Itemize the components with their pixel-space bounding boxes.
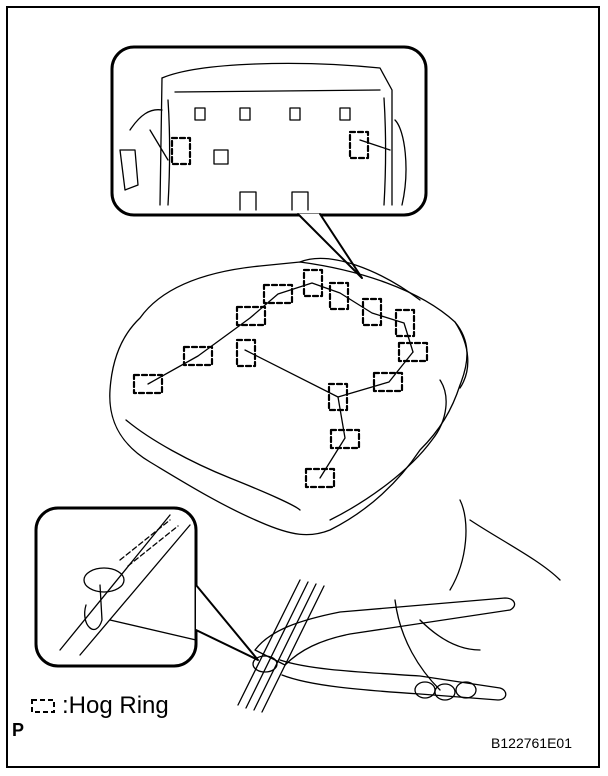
hog-ring-marker xyxy=(262,283,294,305)
hog-ring-marker xyxy=(361,297,383,327)
hog-ring-marker xyxy=(304,467,336,489)
hog-ring-markers xyxy=(132,130,429,489)
page-letter: P xyxy=(12,720,25,740)
legend: :Hog Ring xyxy=(30,690,169,722)
hog-ring-marker xyxy=(132,373,164,395)
upper-callout xyxy=(110,45,428,279)
figure-code: B122761E01 xyxy=(491,735,572,751)
hog-ring-marker xyxy=(372,371,404,393)
hog-ring-marker xyxy=(235,338,257,368)
figure-frame xyxy=(6,6,600,768)
hog-ring-marker xyxy=(327,382,349,412)
seat-cushion xyxy=(109,257,469,536)
hog-ring-marker xyxy=(328,281,350,311)
pliers-and-hand xyxy=(237,499,561,713)
lower-callout xyxy=(34,506,259,668)
hog-ring-marker xyxy=(182,345,214,367)
hog-ring-marker xyxy=(348,130,370,160)
legend-label: :Hog Ring xyxy=(62,692,169,719)
hog-ring-marker xyxy=(170,136,192,166)
hog-ring-marker xyxy=(329,428,361,450)
hog-ring-marker xyxy=(397,341,429,363)
hog-ring-marker xyxy=(394,308,416,338)
hog-ring-marker xyxy=(302,268,324,298)
hog-ring-marker xyxy=(235,305,267,327)
hog-ring-bracket-icon xyxy=(31,699,55,713)
